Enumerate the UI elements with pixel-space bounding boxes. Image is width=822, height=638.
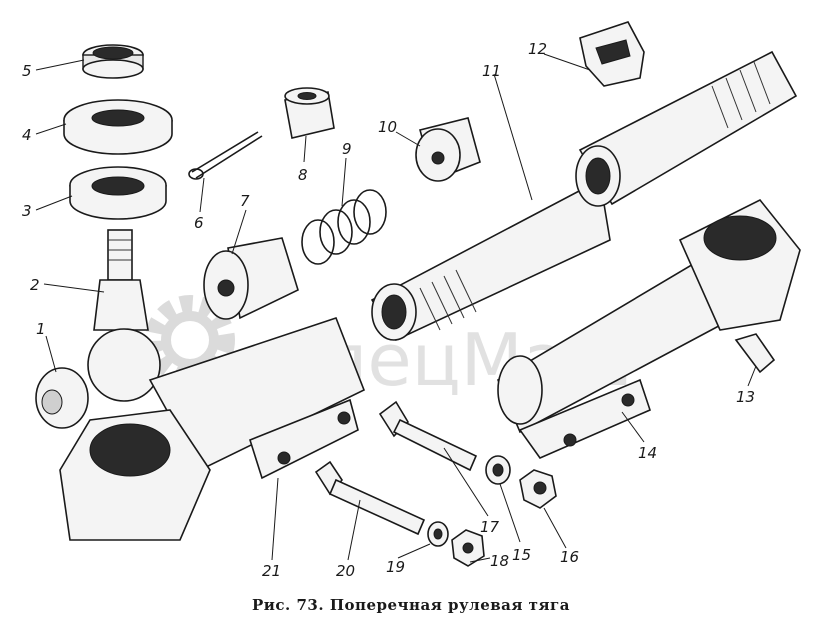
part-16-nut — [519, 469, 557, 509]
part-13-grease-fitting — [734, 333, 776, 374]
part-14-tie-rod-end-right — [496, 198, 801, 459]
part-9-spring — [301, 189, 387, 265]
part-4-washer — [63, 99, 173, 155]
leader-lines — [35, 53, 757, 563]
label-13: 13 — [736, 388, 755, 406]
label-7: 7 — [240, 192, 250, 210]
part-11-threaded-tube — [370, 50, 798, 342]
label-17: 17 — [480, 518, 500, 536]
label-21: 21 — [262, 562, 281, 580]
part-10-plug — [415, 117, 481, 182]
part-number-labels: 5 4 3 2 1 6 7 8 9 10 11 12 13 14 15 16 1… — [22, 40, 755, 580]
label-14: 14 — [638, 444, 657, 462]
label-12: 12 — [528, 40, 547, 58]
part-12-clamp-nut — [579, 21, 645, 87]
label-3: 3 — [22, 202, 32, 220]
part-21-tie-rod-end-left — [59, 317, 366, 541]
part-8-castle-nut — [284, 87, 335, 139]
part-6-cotter-pin — [188, 131, 263, 180]
label-5: 5 — [22, 62, 32, 80]
part-20-bolt — [314, 460, 426, 536]
part-3-cup-washer — [69, 166, 167, 220]
label-19: 19 — [386, 558, 405, 576]
label-16: 16 — [560, 548, 579, 566]
part-17-bolt — [378, 400, 478, 472]
part-18-nut — [451, 529, 485, 567]
label-1: 1 — [36, 320, 46, 338]
part-7-sleeve — [203, 237, 299, 320]
figure-caption: Рис. 73. Поперечная рулевая тяга — [252, 596, 570, 614]
part-15-washer — [485, 455, 511, 485]
watermark-gear-icon — [145, 295, 235, 385]
label-20: 20 — [336, 562, 355, 580]
label-2: 2 — [30, 276, 40, 294]
label-6: 6 — [194, 214, 204, 232]
part-5-threaded-ring — [82, 44, 144, 79]
label-8: 8 — [298, 166, 308, 184]
part-1-cap — [35, 367, 89, 429]
label-9: 9 — [342, 140, 352, 158]
part-19-washer — [427, 521, 449, 547]
label-10: 10 — [378, 118, 397, 136]
label-4: 4 — [22, 126, 32, 144]
part-2-ball-stud — [87, 229, 161, 402]
label-11: 11 — [482, 62, 501, 80]
label-18: 18 — [490, 552, 509, 570]
label-15: 15 — [512, 546, 531, 564]
